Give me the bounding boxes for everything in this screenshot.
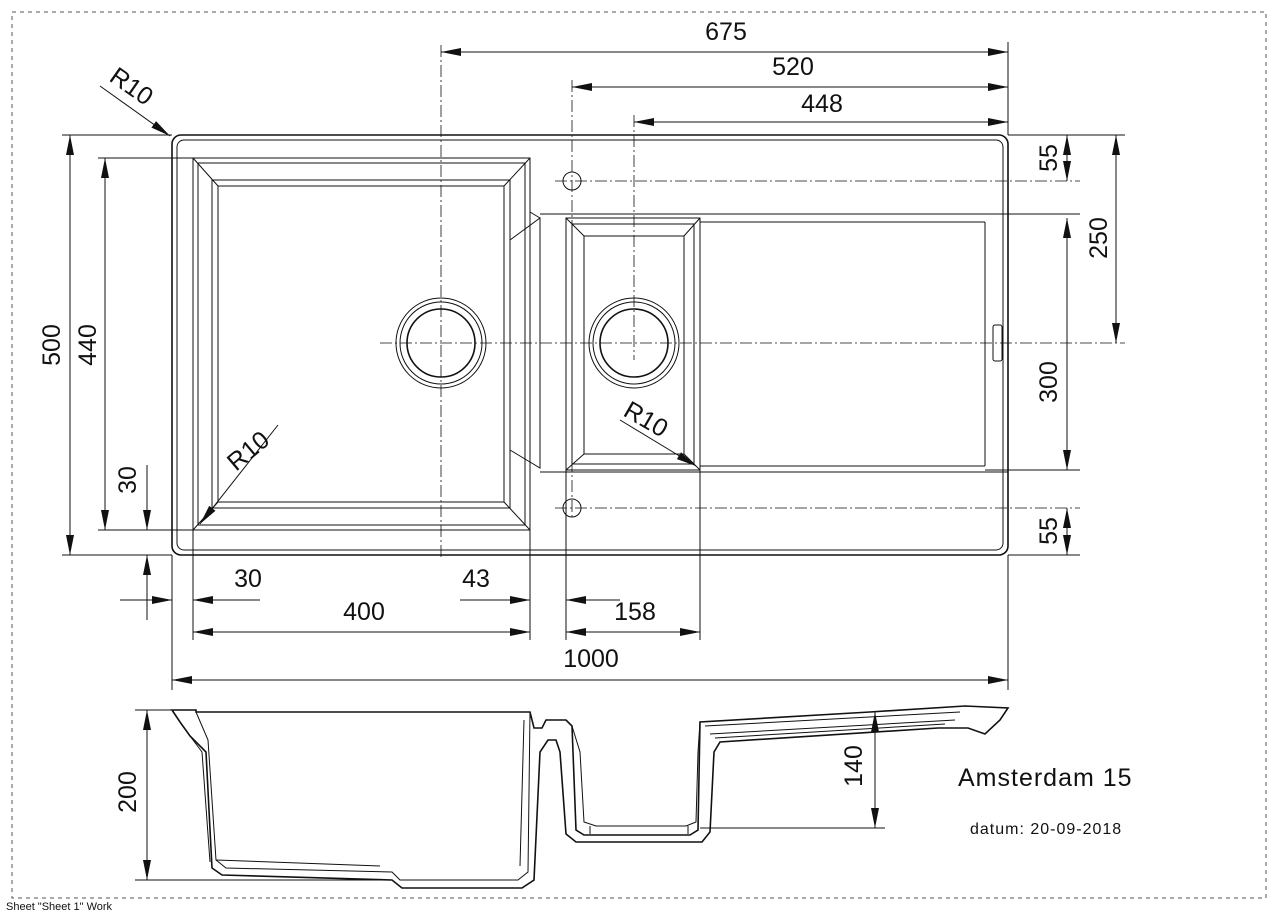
radius-bowl-label: R10 xyxy=(222,426,275,477)
dim-200-label: 200 xyxy=(114,771,142,813)
large-bowl xyxy=(192,157,541,531)
dim-520-label: 520 xyxy=(772,53,814,81)
sheet-frame xyxy=(11,11,1267,899)
radius-outer-label: R10 xyxy=(105,62,159,111)
dim-55-top-label: 55 xyxy=(1035,144,1063,172)
dim-43-label: 43 xyxy=(462,565,490,593)
dim-300-label: 300 xyxy=(1035,361,1063,403)
dim-1000-label: 1000 xyxy=(563,645,619,673)
dim-440-label: 440 xyxy=(74,324,102,366)
sink-outline xyxy=(171,134,1009,556)
model-title: Amsterdam 15 xyxy=(958,764,1133,792)
sheet-footer: Sheet "Sheet 1" Work xyxy=(6,901,113,913)
dim-448-label: 448 xyxy=(801,90,843,118)
dim-250-label: 250 xyxy=(1085,217,1113,259)
date-label: datum: 20-09-2018 xyxy=(970,821,1122,838)
dim-400-label: 400 xyxy=(343,598,385,626)
dim-55-bottom-label: 55 xyxy=(1035,517,1063,545)
dim-30-horizontal-label: 30 xyxy=(234,565,262,593)
sink-side-section xyxy=(135,705,1010,889)
dim-140-label: 140 xyxy=(840,745,868,787)
dimension-lines xyxy=(62,42,1125,690)
small-bowl xyxy=(565,217,701,471)
dim-30-vertical-label: 30 xyxy=(114,466,142,494)
dim-675-label: 675 xyxy=(705,18,747,46)
dim-500-label: 500 xyxy=(38,324,66,366)
dim-158-label: 158 xyxy=(614,598,656,626)
drainer-area xyxy=(540,213,1008,473)
